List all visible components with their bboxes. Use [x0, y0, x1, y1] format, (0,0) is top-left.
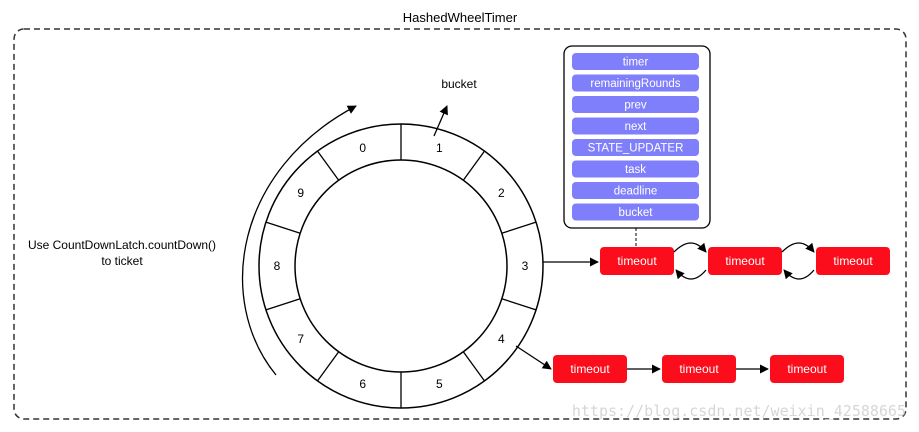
side-note-line-1: Use CountDownLatch.countDown(): [28, 238, 216, 252]
field-box-state_updater: [572, 139, 699, 156]
wheel-slot-2: 2: [498, 186, 505, 200]
link-prev-1: [675, 269, 707, 280]
field-label-timer: timer: [623, 57, 649, 69]
field-label-bucket: bucket: [619, 207, 654, 219]
bucket3-timeout-label-3: timeout: [833, 254, 873, 268]
link-next-2: [781, 242, 815, 253]
bucket3-timeout-box-3: [816, 247, 890, 275]
bucket4-timeout-label-1: timeout: [570, 362, 610, 376]
bucket4-timeout-box-2: [662, 355, 736, 383]
bucket3-timeout-chain: timeout timeout timeout: [600, 247, 890, 275]
wheel: 0 1 2 3 4 5 6 7 8 9: [258, 123, 544, 409]
diagram-title: HashedWheelTimer: [403, 10, 518, 25]
wheel-slot-4: 4: [498, 332, 505, 346]
field-box-next: [572, 117, 699, 135]
bucket4-timeout-label-3: timeout: [787, 362, 827, 376]
bucket-pointer-arrow: [433, 105, 448, 137]
wheel-slot-5: 5: [436, 377, 443, 391]
wheel-slot-0: 0: [359, 141, 366, 155]
bucket3-timeout-box-2: [708, 247, 782, 275]
wheel-divider: [462, 351, 485, 382]
wheel-slot-3: 3: [522, 259, 529, 273]
link-next-1: [673, 242, 707, 253]
field-label-remainingrounds: remainingRounds: [590, 78, 680, 90]
wheel-slot-9: 9: [297, 186, 304, 200]
wheel-slot-7: 7: [297, 332, 304, 346]
field-box-remainingrounds: [572, 74, 699, 92]
field-label-deadline: deadline: [614, 186, 657, 198]
link-prev-2: [783, 269, 815, 280]
bucket4-timeout-chain: timeout timeout timeout: [553, 355, 844, 383]
bucket3-timeout-label-2: timeout: [725, 254, 765, 268]
timer-container: [13, 28, 907, 420]
wheel-divider: [462, 150, 485, 181]
field-label-task: task: [625, 164, 646, 176]
field-box-timer: [572, 53, 699, 70]
bucket4-timeout-box-1: [553, 355, 627, 383]
wheel-divider: [317, 351, 340, 382]
wheel-slot-labels: 0 1 2 3 4 5 6 7 8 9: [274, 141, 529, 391]
bucket-pointer-label: bucket: [441, 77, 477, 91]
rotation-arrow: [241, 105, 357, 376]
field-box-deadline: [572, 182, 699, 199]
bucket4-arrow: [515, 345, 552, 370]
side-note-line-2: to ticket: [101, 254, 143, 268]
field-label-prev: prev: [624, 100, 647, 112]
wheel-dividers: [265, 124, 537, 408]
wheel-slot-6: 6: [359, 377, 366, 391]
wheel-divider: [317, 150, 340, 181]
bucket3-timeout-box-1: [600, 247, 674, 275]
field-box-prev: [572, 96, 699, 113]
wheel-inner-ring: [294, 159, 508, 373]
timeout-fields-panel: [563, 45, 711, 229]
watermark: https://blog.csdn.net/weixin_42588665: [572, 402, 906, 420]
field-label-next: next: [625, 121, 648, 133]
wheel-divider: [501, 221, 537, 234]
field-box-bucket: [572, 203, 699, 221]
wheel-slot-8: 8: [274, 259, 281, 273]
wheel-divider: [501, 298, 537, 311]
timeout-field-list: timer remainingRounds prev nextSTATE_UPDATE…: [572, 53, 699, 221]
bucket4-timeout-box-3: [770, 355, 844, 383]
wheel-divider: [265, 298, 301, 311]
bucket4-timeout-label-2: timeout: [679, 362, 719, 376]
wheel-divider: [265, 221, 301, 234]
field-box-task: [572, 160, 699, 178]
wheel-slot-1: 1: [436, 141, 443, 155]
field-label-state_updater: STATE_UPDATER: [588, 143, 684, 155]
bucket3-timeout-label-1: timeout: [617, 254, 657, 268]
